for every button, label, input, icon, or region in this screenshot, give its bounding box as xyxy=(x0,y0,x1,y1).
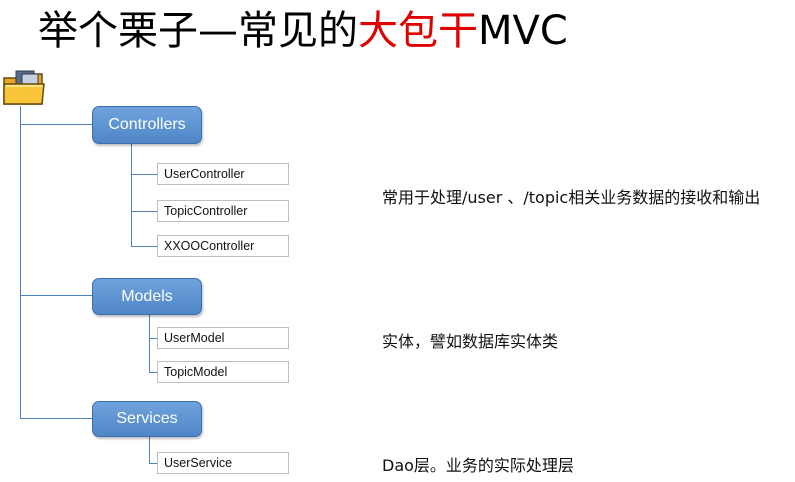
title-suffix: MVC xyxy=(478,8,568,54)
folder-icon xyxy=(2,70,46,108)
leaf-topic-model: TopicModel xyxy=(157,361,289,383)
title-prefix: 举个栗子—常见的 xyxy=(38,8,358,54)
leaf-topic-controller: TopicController xyxy=(157,200,289,222)
note-models: 实体，譬如数据库实体类 xyxy=(382,332,559,351)
leaf-user-model: UserModel xyxy=(157,327,289,349)
leaf-user-controller: UserController xyxy=(157,163,289,185)
node-services: Services xyxy=(92,401,202,437)
title-highlight: 大包干 xyxy=(358,8,478,54)
node-controllers: Controllers xyxy=(92,106,202,144)
note-controllers: 常用于处理/user 、/topic相关业务数据的接收和输出 xyxy=(382,188,761,207)
node-models: Models xyxy=(92,278,202,315)
node-models-label: Models xyxy=(121,287,173,305)
note-services: Dao层。业务的实际处理层 xyxy=(382,456,574,475)
leaf-xxoo-controller: XXOOController xyxy=(157,235,289,257)
leaf-user-service: UserService xyxy=(157,452,289,474)
node-controllers-label: Controllers xyxy=(108,116,186,133)
node-services-label: Services xyxy=(116,410,178,427)
page-title: 举个栗子—常见的大包干MVC xyxy=(38,6,568,56)
